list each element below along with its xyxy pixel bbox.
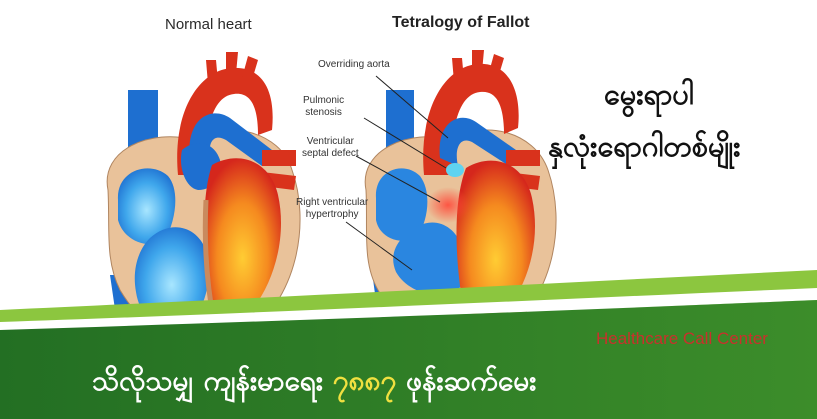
hotline-number: ၇၈၈၇ [332, 364, 397, 397]
tagline-suffix: ဖုန်းဆက်မေး [396, 364, 537, 397]
label-vsd-line1: Ventricular [306, 136, 354, 147]
bottom-tagline: သိလိုသမျှ ကျန်းမာရေး ၇၈၈၇ ဖုန်းဆက်မေး [92, 362, 536, 404]
tof-aortic-branch [488, 54, 504, 78]
label-ventricular-septal-defect: Ventricular septal defect [302, 136, 359, 160]
tof-aortic-branch [452, 58, 464, 82]
tof-pulmonary-artery [439, 117, 516, 166]
tof-pulmonary-vein [506, 150, 540, 166]
banner-dark-band [0, 300, 817, 419]
tof-right-atrium [375, 168, 428, 241]
leader-pulmonic-stenosis [363, 117, 447, 169]
tof-left-ventricle [456, 160, 535, 327]
normal-left-ventricle [204, 158, 282, 325]
leader-septal-defect [355, 155, 441, 203]
label-right-ventricular-hypertrophy: Right ventricular hypertrophy [296, 197, 368, 221]
normal-heart [106, 52, 301, 351]
tagline-prefix: သိလိုသမျှ ကျန်းမာရေး [92, 364, 333, 397]
tof-pulmonic-stenosis-spot [446, 163, 464, 177]
normal-aortic-branch [226, 52, 238, 74]
tof-aortic-branch [472, 50, 484, 72]
label-rvh-line2: hypertrophy [305, 209, 359, 220]
normal-pulmonary-artery [189, 113, 272, 166]
label-pulmonic-line2: stenosis [305, 107, 342, 118]
tof-right-ventricle [393, 222, 466, 297]
label-pulmonic-line1: Pulmonic [303, 95, 345, 106]
headline-line1: မွေးရာပါ [604, 77, 694, 111]
label-pulmonic-stenosis: Pulmonic stenosis [303, 95, 344, 119]
headline-line2: နှလုံးရောဂါတစ်မျိုး [548, 129, 741, 163]
leader-overriding-aorta [375, 75, 449, 139]
title-tetralogy-of-fallot: Tetralogy of Fallot [392, 14, 530, 31]
banner-white-stripe [0, 288, 817, 332]
leader-ventricular-hypertrophy [345, 221, 413, 271]
healthcare-call-center: Healthcare Call Center [596, 329, 768, 348]
title-normal-heart: Normal heart [165, 16, 252, 33]
normal-pulmonary-vein [262, 150, 296, 166]
normal-right-atrium [117, 168, 176, 245]
tof-septal-defect-glow [426, 187, 470, 223]
normal-aortic-branch [206, 60, 218, 84]
normal-aortic-branch [242, 56, 258, 80]
label-overriding-aorta: Overriding aorta [318, 59, 390, 70]
label-vsd-line2: septal defect [302, 148, 359, 159]
label-rvh-line1: Right ventricular [296, 197, 369, 208]
